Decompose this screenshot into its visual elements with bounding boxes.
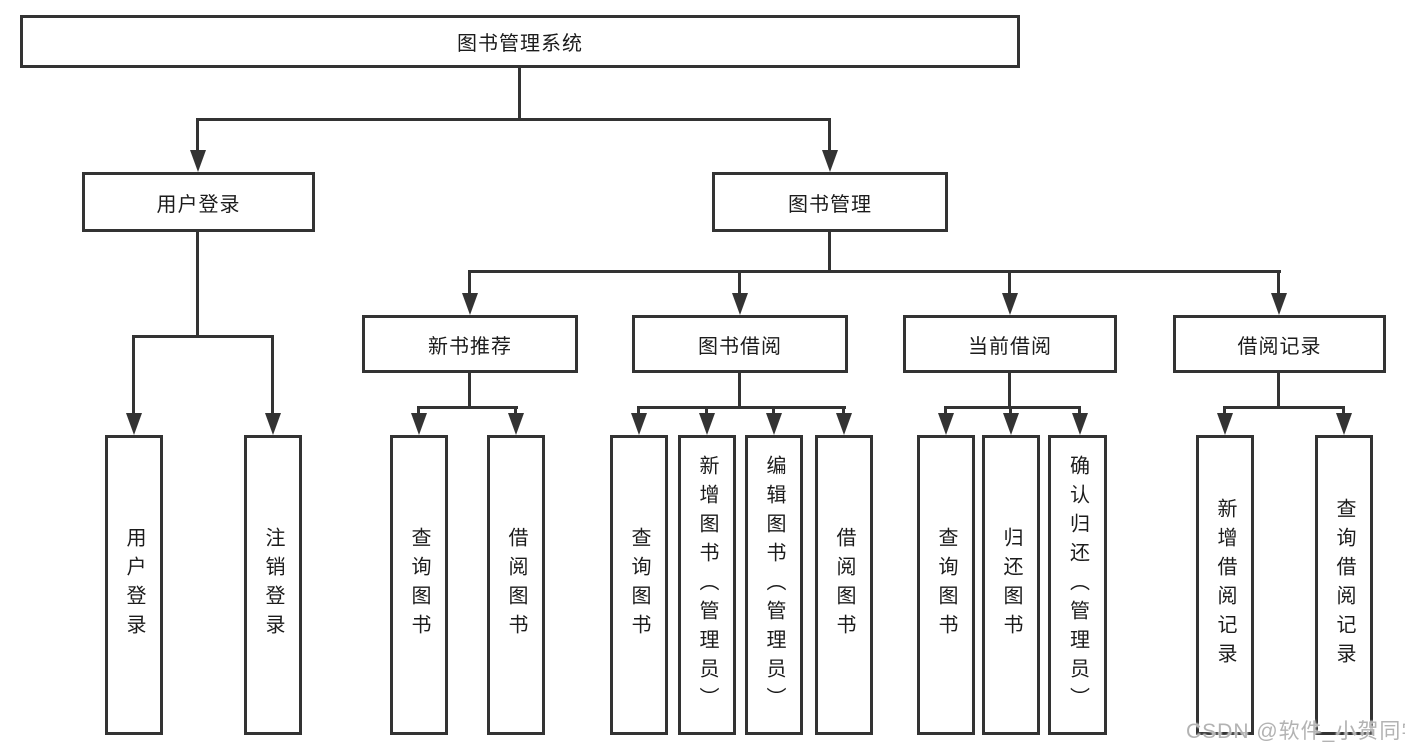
- leaf-label: 编辑图书（管理员）: [763, 454, 785, 716]
- connector-hline: [1224, 406, 1345, 409]
- arrow-down-icon: [1002, 293, 1018, 315]
- leaf-logout: 注销登录: [244, 435, 302, 735]
- arrow-down-icon: [938, 413, 954, 435]
- arrow-down-icon: [836, 413, 852, 435]
- connector-hline: [133, 335, 274, 338]
- arrow-down-icon: [508, 413, 524, 435]
- connector-vline: [518, 68, 521, 118]
- arrow-down-icon: [631, 413, 647, 435]
- node-root-library-system: 图书管理系统: [20, 15, 1020, 68]
- connector-vline: [705, 406, 708, 415]
- leaf-query-borrow-record: 查询借阅记录: [1315, 435, 1373, 735]
- connector-vline: [196, 118, 199, 154]
- leaf-edit-books-admin: 编辑图书（管理员）: [745, 435, 803, 735]
- arrow-down-icon: [126, 413, 142, 435]
- connector-vline: [132, 335, 135, 415]
- arrow-down-icon: [822, 150, 838, 172]
- leaf-query-books-borrowing: 查询图书: [610, 435, 668, 735]
- node-book-borrowing: 图书借阅: [632, 315, 848, 373]
- leaf-label: 查询借阅记录: [1333, 498, 1355, 672]
- leaf-add-books-admin: 新增图书（管理员）: [678, 435, 736, 735]
- connector-vline: [1008, 373, 1011, 408]
- leaf-label: 用户登录: [123, 527, 145, 643]
- leaf-label: 查询图书: [628, 527, 650, 643]
- connector-hline: [945, 406, 1081, 409]
- connector-vline: [944, 406, 947, 415]
- connector-vline: [196, 232, 199, 337]
- node-label: 新书推荐: [428, 335, 512, 358]
- connector-vline: [828, 232, 831, 273]
- connector-vline: [468, 270, 471, 295]
- leaf-label: 注销登录: [262, 527, 284, 643]
- leaf-query-books-recommend: 查询图书: [390, 435, 448, 735]
- node-label: 用户登录: [156, 193, 241, 216]
- connector-vline: [1009, 406, 1012, 415]
- connector-hline: [418, 406, 518, 409]
- connector-vline: [1078, 406, 1081, 415]
- connector-hline: [638, 406, 846, 409]
- connector-vline: [1008, 270, 1011, 295]
- connector-hline: [469, 270, 1281, 273]
- connector-vline: [1277, 270, 1280, 295]
- connector-hline: [197, 118, 831, 121]
- node-label: 图书管理系统: [457, 33, 583, 55]
- node-new-book-recommend: 新书推荐: [362, 315, 578, 373]
- connector-vline: [468, 373, 471, 408]
- arrow-down-icon: [265, 413, 281, 435]
- leaf-borrow-books-recommend: 借阅图书: [487, 435, 545, 735]
- arrow-down-icon: [732, 293, 748, 315]
- leaf-label: 新增借阅记录: [1214, 498, 1236, 672]
- connector-vline: [417, 406, 420, 415]
- connector-vline: [637, 406, 640, 415]
- leaf-user-login: 用户登录: [105, 435, 163, 735]
- leaf-label: 查询图书: [935, 527, 957, 643]
- leaf-label: 借阅图书: [833, 527, 855, 643]
- leaf-label: 确认归还（管理员）: [1066, 454, 1089, 716]
- connector-vline: [772, 406, 775, 415]
- arrow-down-icon: [1217, 413, 1233, 435]
- connector-vline: [738, 373, 741, 408]
- leaf-label: 归还图书: [1000, 527, 1022, 643]
- arrow-down-icon: [190, 150, 206, 172]
- node-book-management: 图书管理: [712, 172, 948, 232]
- node-label: 当前借阅: [968, 335, 1052, 358]
- leaf-label: 借阅图书: [505, 527, 527, 643]
- arrow-down-icon: [1003, 413, 1019, 435]
- connector-vline: [271, 335, 274, 415]
- leaf-borrow-books-borrowing: 借阅图书: [815, 435, 873, 735]
- node-label: 图书借阅: [698, 335, 782, 358]
- arrow-down-icon: [411, 413, 427, 435]
- connector-vline: [842, 406, 845, 415]
- connector-vline: [1223, 406, 1226, 415]
- arrow-down-icon: [766, 413, 782, 435]
- connector-vline: [738, 270, 741, 295]
- csdn-watermark: CSDN @软件_小贺同学: [1186, 720, 1405, 743]
- connector-vline: [1277, 373, 1280, 408]
- arrow-down-icon: [1336, 413, 1352, 435]
- arrow-down-icon: [1072, 413, 1088, 435]
- leaf-confirm-return-admin: 确认归还（管理员）: [1048, 435, 1107, 735]
- node-current-borrowing: 当前借阅: [903, 315, 1117, 373]
- connector-vline: [514, 406, 517, 415]
- leaf-label: 新增图书（管理员）: [696, 454, 718, 716]
- connector-vline: [828, 118, 831, 154]
- leaf-return-books: 归还图书: [982, 435, 1040, 735]
- arrow-down-icon: [699, 413, 715, 435]
- leaf-add-borrow-record: 新增借阅记录: [1196, 435, 1254, 735]
- node-borrowing-records: 借阅记录: [1173, 315, 1386, 373]
- node-user-login: 用户登录: [82, 172, 315, 232]
- connector-vline: [1342, 406, 1345, 415]
- arrow-down-icon: [462, 293, 478, 315]
- leaf-label: 查询图书: [408, 527, 430, 643]
- node-label: 借阅记录: [1237, 335, 1322, 358]
- leaf-query-books-current: 查询图书: [917, 435, 975, 735]
- arrow-down-icon: [1271, 293, 1287, 315]
- node-label: 图书管理: [788, 193, 872, 216]
